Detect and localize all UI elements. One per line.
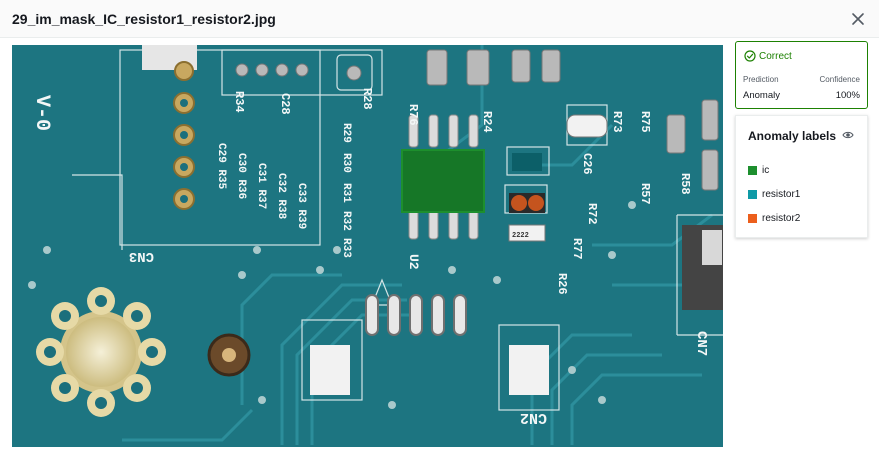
resistor2-component [509,193,545,213]
resistor1-component [512,153,542,171]
prediction-label: Prediction [743,75,779,84]
legend-label-ic: ic [762,165,770,176]
mounting-pad-cluster [36,287,251,417]
legend-item-resistor2: resistor2 [748,213,800,224]
label-resistor-code: 2222 [512,232,529,240]
ic-chip-u2 [401,114,485,240]
pcb-drawing: CN3 CN2 CN7 U2 R76 R77 R72 R26 R57 R58 R… [12,45,723,447]
legend-item-resistor1: resistor1 [748,189,800,200]
silkscreen-lines [72,49,723,411]
confidence-value: 100% [835,90,860,101]
label-cn7: CN7 [693,331,709,356]
cn2-pad-right [509,345,549,395]
label-u2: U2 [406,254,421,270]
cn7-connector [682,225,723,310]
label-cn3: CN3 [129,248,154,264]
label-r24: R24 [480,111,494,133]
close-button[interactable] [847,8,869,30]
image-filename-title: 29_im_mask_IC_resistor1_resistor2.jpg [12,11,276,27]
resistor-2222 [508,224,546,242]
label-c28: C28 [278,93,292,115]
legend-swatch-resistor2 [748,214,757,223]
label-r77: R77 [570,238,584,260]
anomaly-labels-title: Anomaly labels [748,129,837,143]
pcb-image: CN3 CN2 CN7 U2 R76 R77 R72 R26 R57 R58 R… [12,45,723,447]
status-badge: Correct [744,50,792,62]
cn2-pad-left [310,345,350,395]
label-r57: R57 [638,183,652,205]
label-left-col-4: C32 R38 [275,173,287,220]
confidence-label: Confidence [819,75,860,84]
label-r28: R28 [360,88,374,110]
label-left-col-5: C33 R39 [295,183,307,229]
legend-label-resistor1: resistor1 [762,189,801,200]
modal-header: 29_im_mask_IC_resistor1_resistor2.jpg [0,0,879,38]
label-r76: R76 [406,104,420,126]
prediction-value: Anomaly [743,90,780,101]
label-big-left: V-0 [30,95,53,131]
result-card: Correct Prediction Confidence Anomaly 10… [735,41,868,109]
label-r75: R75 [638,111,652,133]
label-cn2: CN2 [520,409,547,426]
top-pads [235,49,719,191]
crystal [566,114,608,138]
close-icon [852,13,864,25]
label-r58: R58 [678,173,692,195]
bottom-header-pads [365,294,467,336]
label-mid-col-4: R32 [340,211,352,231]
legend-swatch-ic [748,166,757,175]
pin-header [142,45,197,210]
label-r26: R26 [555,273,569,295]
legend-label-resistor2: resistor2 [762,213,801,224]
label-r72: R72 [585,203,599,225]
vias [28,201,636,409]
anomaly-labels-panel: Anomaly labels ic resistor1 resistor2 [735,115,868,238]
label-mid-col-2: R30 [340,153,352,173]
label-r73: R73 [610,111,624,133]
label-left-col-1: C29 R35 [215,143,227,190]
label-left-col-3: C31 R37 [255,163,267,209]
label-mid-col-3: R31 [340,183,352,203]
label-mid-col-1: R29 [340,123,352,143]
legend-swatch-resistor1 [748,190,757,199]
label-r34: R34 [232,91,246,113]
label-left-col-2: C30 R36 [235,153,247,199]
label-mid-col-5: R33 [340,238,352,258]
eye-icon [842,131,854,139]
visibility-toggle-button[interactable] [842,128,854,140]
legend-item-ic: ic [748,165,769,176]
label-c26: C26 [580,153,594,175]
status-text: Correct [759,50,792,62]
pcb-traces [122,45,719,445]
check-circle-icon [744,50,756,62]
